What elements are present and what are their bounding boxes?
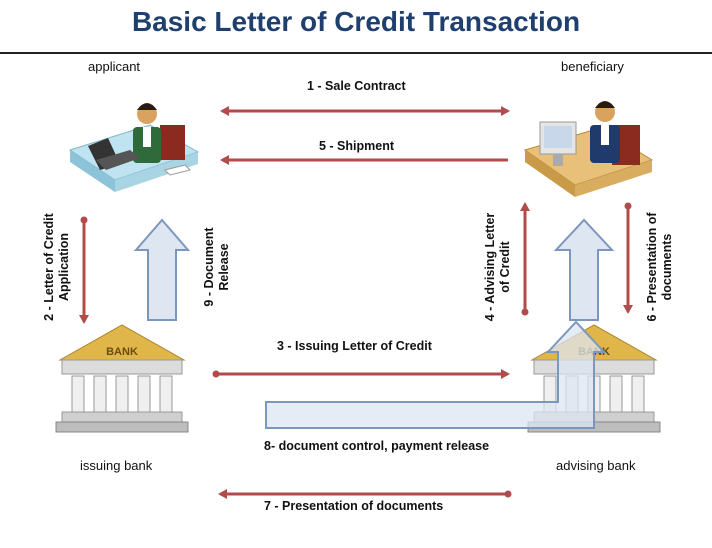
beneficiary-figure xyxy=(523,101,654,197)
block-arrow-payment-release xyxy=(265,320,607,429)
block-arrow-document-release xyxy=(133,218,191,321)
issuing-bank-sign: BANK xyxy=(106,346,138,358)
label-issuing-bank: issuing bank xyxy=(80,458,153,473)
title-divider xyxy=(0,52,712,54)
flow-label-8: 8- document control, payment release xyxy=(264,439,490,453)
block-arrow-advising-bank-up xyxy=(553,218,615,321)
flow-label-4: 4 - Advising Letter of Credit xyxy=(483,212,512,322)
issuing-bank-building xyxy=(55,324,189,433)
flow-label-5: 5 - Shipment xyxy=(319,139,395,153)
diagram-title: Basic Letter of Credit Transaction xyxy=(131,6,581,37)
applicant-figure xyxy=(68,103,200,192)
flow-label-9: 9 - Document Release xyxy=(202,227,231,307)
flow-label-7: 7 - Presentation of documents xyxy=(264,499,444,513)
label-applicant: applicant xyxy=(88,59,141,74)
label-beneficiary: beneficiary xyxy=(561,59,624,74)
flow-label-6: 6 - Presentation of documents xyxy=(645,212,674,322)
flow-label-1: 1 - Sale Contract xyxy=(307,79,406,93)
flow-label-3: 3 - Issuing Letter of Credit xyxy=(277,339,432,353)
label-advising-bank: advising bank xyxy=(556,458,636,473)
flow-label-2: 2 - Letter of Credit Application xyxy=(42,213,71,321)
